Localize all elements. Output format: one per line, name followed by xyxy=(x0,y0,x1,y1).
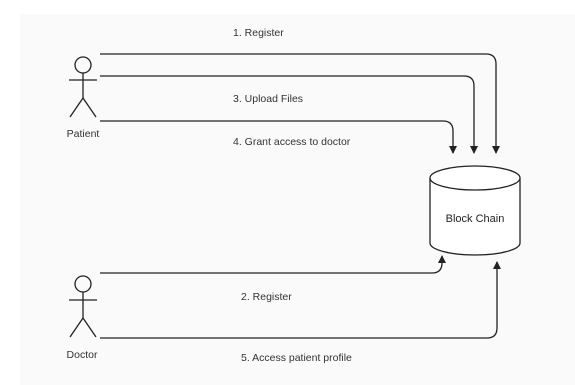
blockchain-node: Block Chain xyxy=(429,165,521,256)
edge-2-label: 2. Register xyxy=(241,291,292,303)
edge-1-register: 1. Register xyxy=(100,27,500,154)
edge-5-access-profile: 5. Access patient profile xyxy=(100,261,501,364)
edge-2-register: 2. Register xyxy=(100,255,446,303)
edge-3-upload-files: 3. Upload Files xyxy=(100,75,478,154)
patient-label: Patient xyxy=(67,128,100,140)
edge-3-connector xyxy=(100,75,478,154)
edge-4-connector xyxy=(100,120,457,154)
doctor-label: Doctor xyxy=(67,349,98,361)
edge-5-connector xyxy=(100,261,501,339)
stick-figure-icon xyxy=(69,56,97,118)
edge-1-label: 1. Register xyxy=(233,27,284,39)
edge-5-label: 5. Access patient profile xyxy=(241,352,352,364)
edge-3-label: 3. Upload Files xyxy=(233,93,303,105)
edge-1-connector xyxy=(100,53,500,154)
doctor-actor: Doctor xyxy=(67,275,98,361)
edge-4-grant-access: 4. Grant access to doctor xyxy=(100,120,457,154)
edge-2-connector xyxy=(100,255,446,274)
patient-actor: Patient xyxy=(67,56,100,140)
blockchain-label: Block Chain xyxy=(446,213,505,225)
database-cylinder-icon xyxy=(429,165,521,256)
stick-figure-icon xyxy=(69,275,97,338)
edge-4-label: 4. Grant access to doctor xyxy=(233,136,351,148)
